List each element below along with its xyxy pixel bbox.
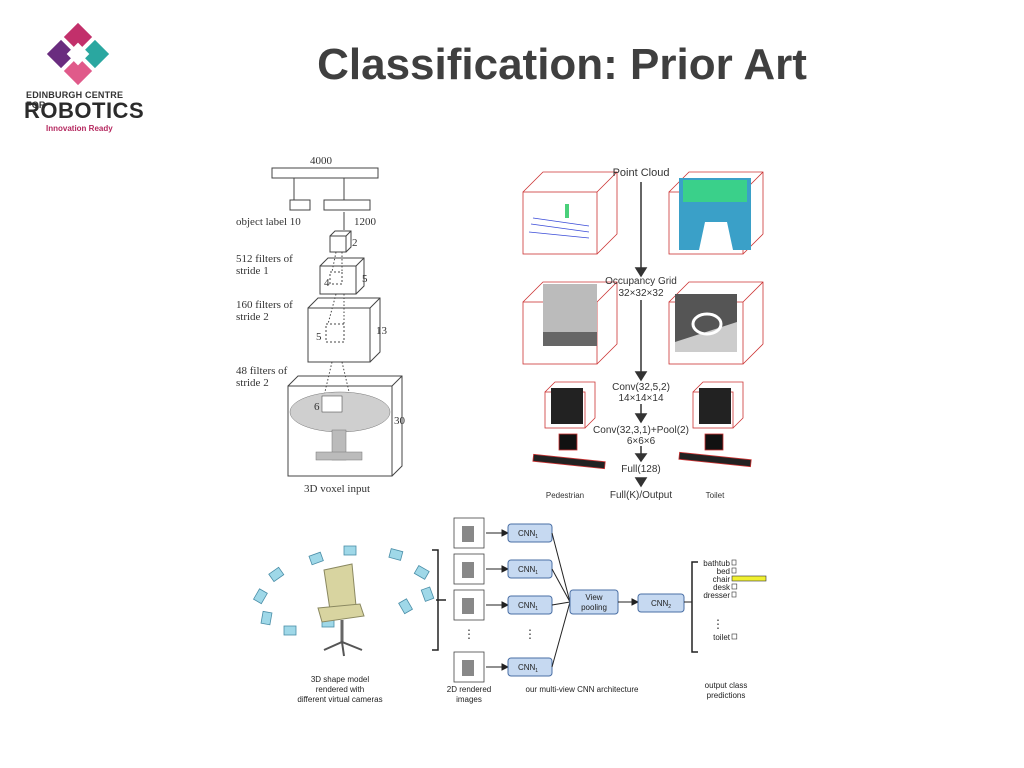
output-caption-2: predictions — [707, 691, 746, 700]
label-voxel-input: 3D voxel input — [304, 483, 370, 495]
output-box — [289, 199, 311, 211]
class-label-5: toilet — [713, 633, 731, 642]
cnn2-label: CNN — [651, 599, 669, 608]
class-label-2: chair — [713, 575, 731, 584]
cnn2-box — [637, 593, 685, 613]
label-k4: 4 — [324, 277, 330, 289]
label-occupancy-dim: 32×32×32 — [618, 288, 663, 299]
edinburgh-robotics-logo: EDINBURGH CENTRE FOR ROBOTICS Innovation… — [20, 22, 144, 133]
svg-text:CNN1: CNN1 — [518, 565, 538, 576]
cnn1-sub-2: 1 — [535, 570, 538, 576]
svg-text:CNN1: CNN1 — [518, 663, 538, 674]
rendered-caption-2: images — [456, 695, 482, 704]
label-4000: 4000 — [310, 155, 333, 167]
voxnet-diagram: 4000 object label 10 1200 512 filters of… — [236, 155, 406, 495]
label-toilet: Toilet — [706, 491, 725, 500]
class-label-0: bathtub — [703, 559, 730, 568]
label-k5a: 5 — [362, 273, 368, 285]
occupancy-grid-diagram: Point Cloud Occupancy Grid 32×32×32 Conv… — [522, 167, 764, 501]
label-layer2-stride: stride 2 — [236, 311, 269, 323]
label-layer3: 48 filters of — [236, 365, 288, 377]
class-score-bar-1 — [731, 567, 737, 574]
pedestrian-point-cloud-icon — [528, 204, 590, 239]
class-label-1: bed — [717, 567, 730, 576]
pedestrian-conv-icon — [551, 388, 583, 424]
cnn2-sub: 2 — [668, 604, 671, 610]
label-30: 30 — [394, 415, 406, 427]
label-pedestrian: Pedestrian — [546, 491, 584, 500]
svg-text:CNN2: CNN2 — [651, 599, 671, 610]
label-point-cloud: Point Cloud — [613, 167, 670, 179]
logo-line1: EDINBURGH CENTRE FOR — [26, 90, 124, 110]
class-label-3: desk — [713, 583, 731, 592]
toilet-point-cloud-icon — [679, 178, 751, 250]
class-score-bar-2 — [731, 575, 767, 582]
svg-text:CNN1: CNN1 — [518, 529, 538, 540]
shape-caption-2: rendered with — [316, 685, 364, 694]
class-label-4: dresser — [703, 591, 730, 600]
label-k6: 6 — [314, 401, 320, 413]
cnn-ellipsis: ⋮ — [524, 627, 536, 641]
shape-caption-1: 3D shape model — [311, 675, 369, 684]
label-conv2-dim: 6×6×6 — [627, 436, 656, 447]
fc-4000-box — [271, 167, 379, 179]
label-conv1-dim: 14×14×14 — [618, 393, 663, 404]
cnn1-label-2: CNN — [518, 565, 536, 574]
class-score-bar-3 — [731, 583, 738, 590]
class-score-bar-5 — [731, 633, 738, 640]
cnn1-sub-1: 1 — [535, 534, 538, 540]
svg-text:CNN1: CNN1 — [518, 601, 538, 612]
cnn1-sub-n: 1 — [535, 668, 538, 674]
label-layer1: 512 filters of — [236, 253, 293, 265]
logo-line2: ROBOTICS — [24, 98, 145, 123]
label-13: 13 — [376, 325, 388, 337]
arch-caption: our multi-view CNN architecture — [526, 685, 639, 694]
mvcnn-diagram: CNN1 CNN1 CNN1 CNN1 ⋮ ⋮ View pooling CNN… — [252, 517, 767, 704]
label-layer3-stride: stride 2 — [236, 377, 269, 389]
class-score-bar-4 — [731, 591, 737, 598]
output-caption-1: output class — [705, 681, 748, 690]
cnn1-sub-3: 1 — [535, 606, 538, 612]
label-k2: 2 — [352, 237, 358, 249]
label-conv1: Conv(32,5,2) — [612, 382, 670, 393]
classes-ellipsis: ⋮ — [712, 617, 724, 631]
label-1200: 1200 — [354, 216, 377, 228]
view-pooling-label-1: View — [585, 593, 602, 602]
views-ellipsis: ⋮ — [463, 627, 475, 641]
fc-1200-box — [323, 199, 371, 211]
rendered-view-3 — [453, 589, 485, 621]
logo-line3: Innovation Ready — [46, 124, 113, 133]
label-occupancy-grid: Occupancy Grid — [605, 276, 677, 287]
camera-ring-icon — [252, 545, 435, 636]
label-full128: Full(128) — [621, 464, 660, 475]
label-output: Full(K)/Output — [610, 490, 672, 501]
view-pooling-label-2: pooling — [581, 603, 607, 612]
rendered-caption-1: 2D rendered — [447, 685, 491, 694]
label-layer2: 160 filters of — [236, 299, 293, 311]
page-title: Classification: Prior Art — [317, 40, 807, 89]
voxel-chair-icon — [289, 391, 391, 461]
label-layer1-stride: stride 1 — [236, 265, 269, 277]
label-conv2: Conv(32,3,1)+Pool(2) — [593, 425, 689, 436]
toilet-conv-icon — [699, 388, 731, 424]
label-k5b: 5 — [316, 331, 322, 343]
chair-model-icon — [317, 563, 365, 657]
cnn1-label-n: CNN — [518, 663, 536, 672]
class-score-bar-0 — [731, 559, 737, 566]
cnn1-label-1: CNN — [518, 529, 536, 538]
cnn1-label-3: CNN — [518, 601, 536, 610]
shape-caption-3: different virtual cameras — [297, 695, 382, 704]
label-object-label: object label 10 — [236, 216, 301, 228]
logo-diamond-icon — [46, 22, 110, 86]
